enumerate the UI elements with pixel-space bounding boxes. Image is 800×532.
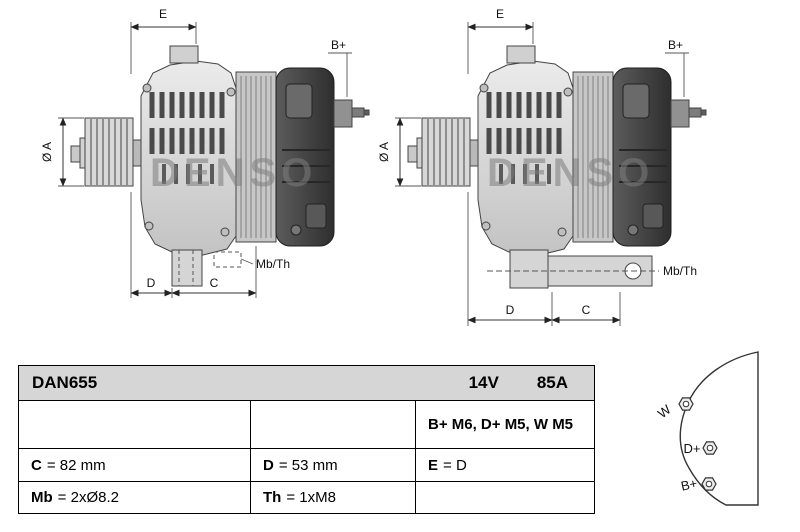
spec-cell-e: E= D — [416, 449, 594, 482]
dim-d-label: D — [506, 303, 515, 317]
terminal-dplus: D+ — [684, 441, 718, 456]
spec-cell-th: Th= 1xM8 — [251, 482, 416, 513]
mbth-label: Mb/Th — [663, 264, 697, 278]
th-value: = 1xM8 — [286, 489, 336, 506]
terminal-layout-diagram: W D+ B+ — [655, 351, 759, 506]
e-label: E — [428, 456, 439, 474]
mount-foot — [487, 249, 659, 289]
model-code: DAN655 — [32, 373, 98, 392]
terminal-label-dplus: D+ — [684, 441, 701, 456]
spec-table-header: DAN655 14V 85A — [19, 366, 594, 401]
mount-foot — [171, 249, 242, 287]
dim-c-label: C — [582, 303, 591, 317]
mbth-label: Mb/Th — [256, 257, 290, 271]
spec-table-grid: B+ M6, D+ M5, W M5 C= 82 mm D= 53 mm E= … — [19, 401, 594, 513]
dim-c-label: C — [210, 276, 219, 290]
spec-cell-c: C= 82 mm — [19, 449, 251, 482]
spec-cell-empty — [19, 401, 251, 449]
terminals-value: B+ M6, D+ M5, W M5 — [428, 416, 574, 433]
alternator-view-right: Mb/Th D C — [377, 7, 706, 326]
e-value: = D — [443, 456, 467, 474]
d-value: = 53 mm — [278, 456, 338, 474]
mbth-callout: Mb/Th — [663, 264, 697, 278]
c-value: = 82 mm — [46, 456, 106, 474]
mbth-callout: Mb/Th — [240, 257, 290, 271]
mb-label: Mb — [31, 489, 53, 506]
voltage-value: 14V — [468, 373, 499, 392]
alternator-view-left: Mb/Th D C — [40, 7, 369, 298]
mb-value: = 2xØ8.2 — [57, 489, 119, 506]
d-label: D — [263, 456, 274, 474]
c-label: C — [31, 456, 42, 474]
spec-cell-d: D= 53 mm — [251, 449, 416, 482]
terminal-label-bplus: B+ — [680, 476, 699, 494]
spec-table: DAN655 14V 85A B+ M6, D+ M5, W M5 C= 82 … — [18, 365, 595, 514]
w-nut-hole — [682, 400, 690, 408]
bplus-nut-hole — [705, 480, 713, 488]
terminal-bplus: B+ — [680, 476, 717, 494]
technical-drawings: DENSO E B+ Ø A — [0, 0, 800, 326]
spec-cell-empty — [251, 401, 416, 449]
dim-d-label: D — [147, 276, 156, 290]
spec-cell-empty — [416, 482, 594, 513]
th-label: Th — [263, 489, 282, 506]
amperage-value: 85A — [536, 373, 568, 392]
spec-cell-terminals: B+ M6, D+ M5, W M5 — [416, 401, 594, 449]
dimension-d-c: D C — [130, 192, 257, 298]
dplus-nut-hole — [706, 444, 714, 452]
dimension-d-c: D C — [467, 192, 621, 326]
rear-cover-outline — [679, 351, 759, 506]
terminal-label-w: W — [655, 401, 674, 421]
spec-cell-mb: Mb= 2xØ8.2 — [19, 482, 251, 513]
